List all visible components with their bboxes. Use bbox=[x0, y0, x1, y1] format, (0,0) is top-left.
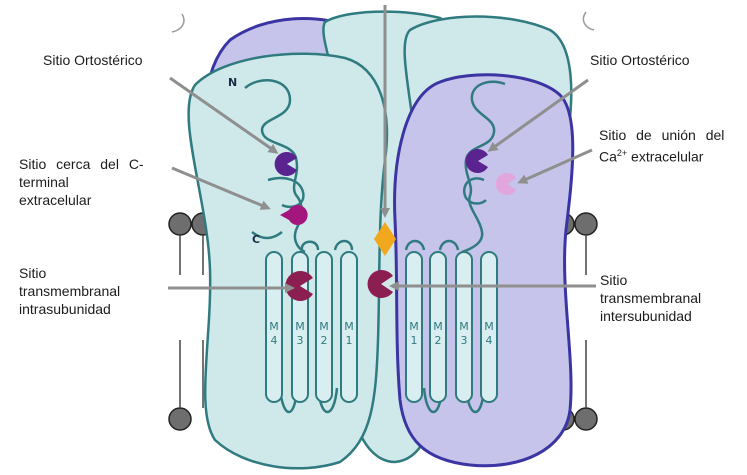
label-intrasubunit-line3: intrasubunidad bbox=[19, 301, 111, 318]
membrane-lower-left bbox=[169, 340, 203, 430]
label-intersubunit-line2: transmembranal bbox=[600, 290, 701, 307]
label-c-terminal-line3: extracelular bbox=[19, 192, 91, 209]
label-intrasubunit-line1: Sitio bbox=[19, 265, 46, 282]
label-orthosteric-left: Sitio Ortostérico bbox=[43, 52, 143, 69]
helix-label-m3-right-num: 3 bbox=[461, 334, 468, 347]
helix-label-m3-left-num: 3 bbox=[297, 334, 304, 347]
helix-label-m1-left-num: 1 bbox=[346, 334, 353, 347]
n-terminal-label: N bbox=[228, 76, 237, 89]
helix-label-m3-left: M bbox=[295, 320, 305, 333]
helix-label-m3-right: M bbox=[459, 320, 469, 333]
label-c-terminal-line1: Sitio cerca del C- bbox=[19, 156, 144, 173]
helix-label-m2-right: M bbox=[433, 320, 443, 333]
helix-label-m1-right-num: 1 bbox=[411, 334, 418, 347]
label-intersubunit-line3: intersubunidad bbox=[600, 308, 692, 325]
calcium-symbol: Ca bbox=[599, 149, 617, 165]
helix-label-m2-left: M bbox=[319, 320, 329, 333]
helix-label-m4-right-num: 4 bbox=[486, 334, 493, 347]
label-orthosteric-right: Sitio Ortostérico bbox=[590, 52, 690, 69]
label-intrasubunit-line2: transmembranal bbox=[19, 283, 120, 300]
helix-label-m1-right: M bbox=[409, 320, 419, 333]
helix-label-m2-left-num: 2 bbox=[321, 334, 328, 347]
label-c-terminal-line2: terminal bbox=[19, 174, 69, 191]
label-calcium-line1: Sitio de unión del bbox=[599, 127, 724, 144]
helix-label-m4-left: M bbox=[269, 320, 279, 333]
calcium-charge: 2+ bbox=[617, 148, 627, 158]
label-calcium-line2: Ca2+ extracelular bbox=[599, 145, 703, 166]
helix-label-m4-right: M bbox=[484, 320, 494, 333]
helix-label-m4-left-num: 4 bbox=[271, 334, 278, 347]
helix-label-m2-right-num: 2 bbox=[435, 334, 442, 347]
calcium-line2-suffix: extracelular bbox=[627, 149, 703, 165]
helix-label-m1-left: M bbox=[344, 320, 354, 333]
c-terminal-label: C bbox=[252, 233, 260, 246]
label-intersubunit-line1: Sitio bbox=[600, 272, 627, 289]
